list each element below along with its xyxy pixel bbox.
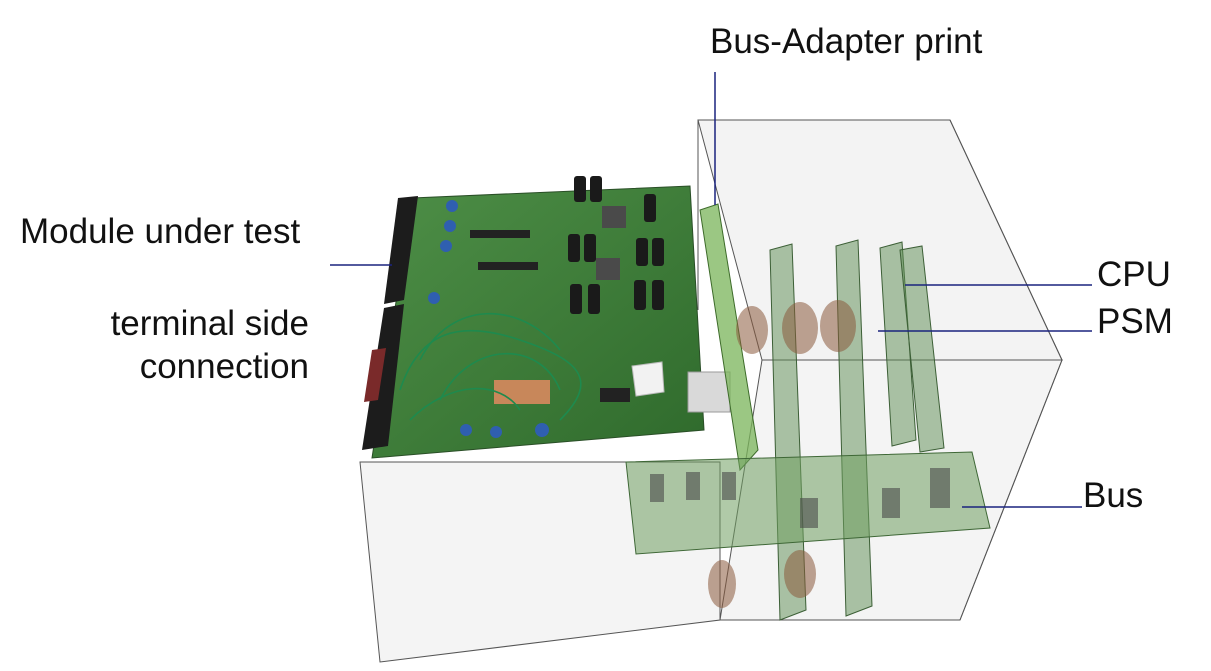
bus-adapter-board [699, 203, 759, 472]
leader-lines [330, 72, 1092, 508]
module-under-test-board [362, 176, 731, 459]
terminal-label-line1: terminal side [110, 304, 309, 343]
bus-adapter-label: Bus-Adapter print [710, 22, 983, 61]
terminal-label-line2: connection [139, 347, 309, 386]
bus-label: Bus [1083, 476, 1144, 515]
terminal-side-connection-label: terminal side connection [111, 302, 309, 388]
rack-components [708, 300, 856, 608]
cpu-label: CPU [1097, 255, 1171, 294]
psm-label: PSM [1097, 302, 1173, 341]
bus-connectors [650, 468, 950, 528]
module-under-test-label: Module under test [20, 212, 301, 251]
